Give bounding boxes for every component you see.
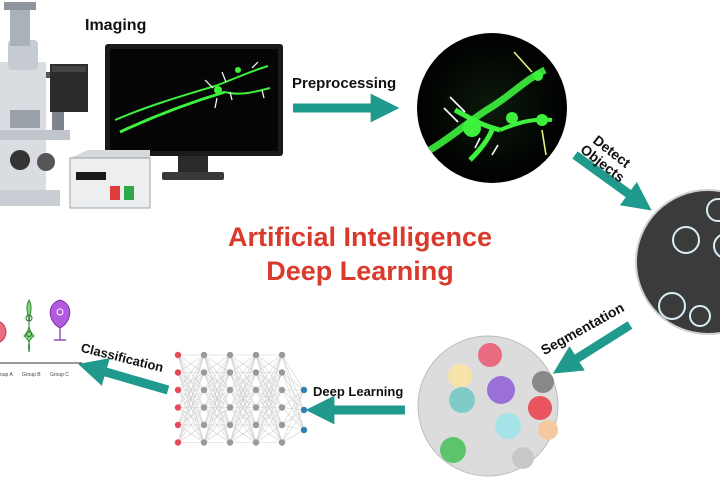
neural-network-icon [174,351,308,446]
nn-node [278,421,286,429]
nn-node [200,351,208,359]
segment-blob [448,364,472,388]
group-label-a: oup A [0,372,13,378]
title-line1: Artificial Intelligence [227,222,493,252]
nn-node [200,369,208,376]
nn-node [252,421,260,429]
camera-box-icon [50,64,88,112]
nn-node [226,404,234,411]
arrow-classification [78,358,170,395]
nn-node [174,439,182,446]
group-label-c: Group C [50,372,69,378]
nn-node [278,369,286,376]
nn-node [200,439,208,446]
segmentation-disk-icon [417,335,559,477]
nn-node [252,404,260,411]
nn-node [252,351,260,359]
microscope-icon [0,2,70,206]
nn-node [300,386,308,394]
nn-node [278,351,286,359]
nn-node [200,421,208,429]
nn-node [252,369,260,376]
segment-blob [487,376,515,404]
nn-node [278,404,286,411]
title-line2: Deep Learning [266,256,454,286]
nn-node [226,386,234,394]
violin-plot-icon [0,299,82,364]
fluorescence-image-icon [417,33,567,183]
segment-blob [495,413,521,439]
nn-node [226,369,234,376]
nn-node [200,386,208,394]
nn-node [252,386,260,394]
nn-node [174,404,182,411]
segment-blob [532,371,554,393]
nn-node [226,421,234,429]
power-supply-icon [69,150,151,209]
nn-node [300,406,308,414]
segment-blob [440,437,466,463]
arrow-detect-objects [572,151,652,211]
nn-node [174,386,182,394]
detected-objects-disk-icon [635,189,720,335]
nn-node [278,386,286,394]
nn-node [300,426,308,434]
nn-node [226,439,234,446]
nn-node [174,351,182,359]
nn-node [174,369,182,376]
nn-node [226,351,234,359]
flow-arrows [78,93,652,425]
group-label-b: Group B [22,372,41,378]
segment-blob [512,447,534,469]
arrow-segmentation [552,321,633,374]
nn-node [200,404,208,411]
nn-node [174,421,182,429]
segment-blob [538,420,558,440]
segment-blob [449,387,475,413]
label-imaging: Imaging [85,17,147,34]
segment-blob [528,396,552,420]
nn-node [252,439,260,446]
label-preprocessing: Preprocessing [292,75,397,92]
monitor-icon [105,44,283,180]
segment-blob [478,343,502,367]
nn-node [278,439,286,446]
label-deep-learning: Deep Learning [313,384,404,399]
